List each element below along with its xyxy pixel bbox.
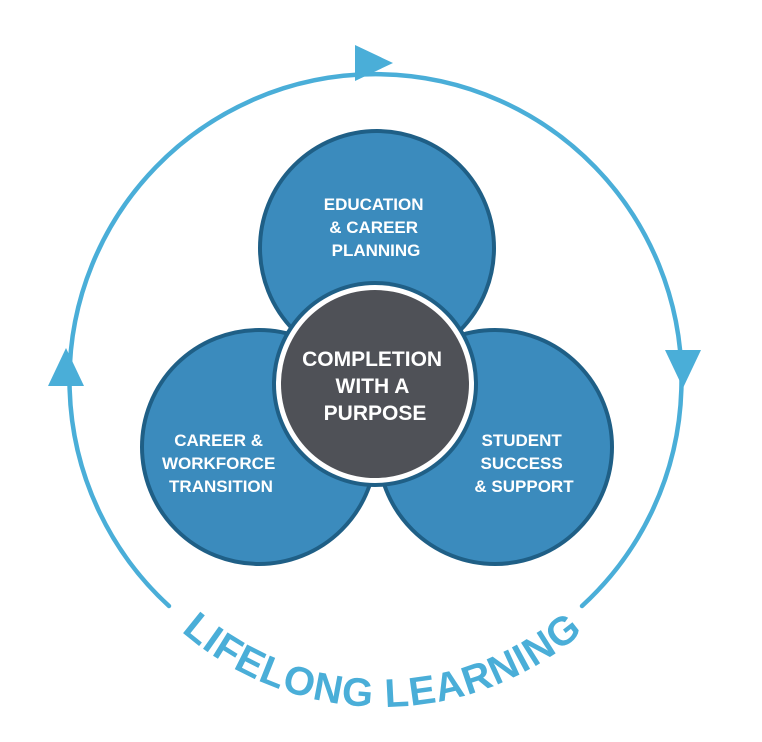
right-arrow-icon xyxy=(665,350,701,388)
cycle-ring xyxy=(67,72,684,609)
completion-with-a-purpose-circle xyxy=(281,290,469,478)
career-workforce-transition-label: CAREER & WORKFORCE TRANSITION xyxy=(162,431,280,496)
student-success-support-label: STUDENT SUCCESS & SUPPORT xyxy=(474,431,574,496)
top-arrow-icon xyxy=(355,45,393,81)
lifelong-learning-label: LIFELONG LEARNING xyxy=(175,604,589,716)
left-arrow-icon xyxy=(48,348,84,386)
education-career-planning-label: EDUCATION & CAREER PLANNING xyxy=(324,195,429,260)
completion-with-a-purpose-label: COMPLETION WITH A PURPOSE xyxy=(302,348,448,425)
